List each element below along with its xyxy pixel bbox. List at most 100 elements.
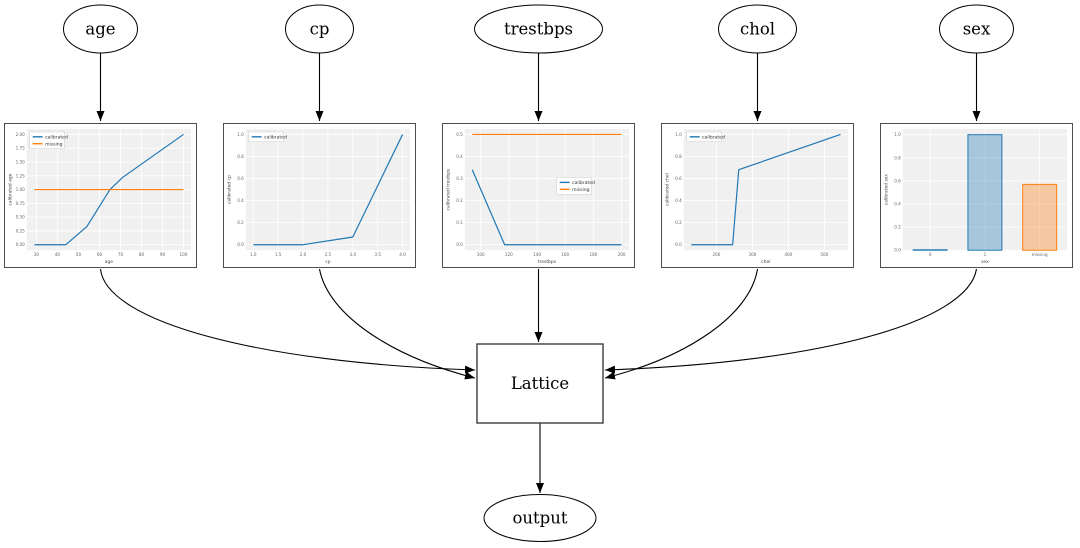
svg-text:1.0: 1.0 <box>237 132 244 137</box>
svg-text:0.4: 0.4 <box>894 202 901 207</box>
svg-text:2.0: 2.0 <box>300 252 307 257</box>
svg-text:0.2: 0.2 <box>237 220 244 225</box>
svg-text:0.00: 0.00 <box>16 242 26 247</box>
series-calibrated <box>34 133 184 246</box>
x-axis-label: chol <box>761 259 770 265</box>
lattice-node-label: Lattice <box>511 374 569 393</box>
input-node-age: age <box>63 4 138 54</box>
edge-chart-cp-to-lattice <box>318 268 476 380</box>
legend-label-missing: missing <box>45 141 63 147</box>
edge-chart-chol-to-lattice <box>604 268 759 380</box>
input-node-label-sex: sex <box>963 20 991 39</box>
svg-text:3.5: 3.5 <box>374 252 381 257</box>
input-node-ellipse-trestbps <box>474 4 603 54</box>
svg-text:500: 500 <box>820 252 828 257</box>
svg-text:0.5: 0.5 <box>456 132 463 137</box>
svg-text:1: 1 <box>984 252 987 257</box>
lattice-node: Lattice <box>476 343 604 424</box>
legend-label-missing: missing <box>572 187 590 193</box>
svg-text:70: 70 <box>118 252 124 257</box>
input-node-label-cp: cp <box>310 20 330 39</box>
input-node-ellipse-sex <box>939 4 1014 54</box>
y-axis-label: calibrated trestbps <box>445 168 451 210</box>
lattice-node-box <box>476 343 604 424</box>
legend-label-calibrated: calibrated <box>264 134 287 140</box>
edge-chart-sex-to-lattice <box>604 268 978 374</box>
input-node-ellipse-chol <box>718 4 797 54</box>
svg-text:0.50: 0.50 <box>16 215 26 220</box>
svg-text:0.0: 0.0 <box>675 242 682 247</box>
x-axis-label: trestbps <box>538 259 557 265</box>
svg-text:1.5: 1.5 <box>275 252 282 257</box>
svg-text:0.4: 0.4 <box>237 198 244 203</box>
svg-text:2.00: 2.00 <box>16 132 26 137</box>
plot-area <box>464 128 630 251</box>
svg-text:1.0: 1.0 <box>250 252 257 257</box>
bar-1 <box>967 134 1003 251</box>
plot-area <box>683 128 849 251</box>
legend-box <box>248 131 284 142</box>
svg-text:200: 200 <box>713 252 721 257</box>
svg-text:50: 50 <box>76 252 82 257</box>
svg-text:140: 140 <box>533 252 541 257</box>
input-node-cp: cp <box>285 4 354 54</box>
y-axis-label: calibrated age <box>7 173 13 205</box>
output-node: output <box>483 494 597 542</box>
y-axis-label: calibrated cp <box>226 175 232 204</box>
output-node-ellipse <box>483 494 597 542</box>
svg-text:160: 160 <box>561 252 569 257</box>
legend-label-calibrated: calibrated <box>45 134 68 140</box>
input-node-trestbps: trestbps <box>474 4 603 54</box>
svg-text:120: 120 <box>505 252 513 257</box>
svg-text:0.25: 0.25 <box>16 228 26 233</box>
svg-text:0.3: 0.3 <box>456 176 463 181</box>
svg-text:300: 300 <box>748 252 756 257</box>
input-node-label-age: age <box>85 20 115 39</box>
svg-text:0.6: 0.6 <box>675 176 682 181</box>
x-axis-label: age <box>105 260 114 265</box>
legend-box <box>29 131 65 149</box>
svg-text:1.00: 1.00 <box>16 187 26 192</box>
svg-text:90: 90 <box>160 252 166 257</box>
legend-box <box>686 131 722 142</box>
svg-text:0.8: 0.8 <box>237 154 244 159</box>
input-node-chol: chol <box>718 4 797 54</box>
svg-text:0.0: 0.0 <box>894 248 901 253</box>
svg-text:4.0: 4.0 <box>399 252 406 257</box>
svg-text:80: 80 <box>139 252 145 257</box>
svg-text:1.0: 1.0 <box>675 132 682 137</box>
svg-text:0.6: 0.6 <box>894 178 901 183</box>
svg-text:missing: missing <box>1032 252 1048 257</box>
svg-text:0.2: 0.2 <box>894 225 901 230</box>
svg-text:30: 30 <box>34 252 40 257</box>
edge-chart-age-to-lattice <box>99 268 476 374</box>
input-node-ellipse-age <box>63 4 138 54</box>
legend-box <box>556 177 592 195</box>
svg-text:0.1: 0.1 <box>456 220 463 225</box>
svg-text:0.4: 0.4 <box>456 154 463 159</box>
svg-text:0.8: 0.8 <box>675 154 682 159</box>
y-axis-label: calibrated chol <box>664 173 670 206</box>
svg-text:3.0: 3.0 <box>350 252 357 257</box>
svg-text:0.2: 0.2 <box>456 198 463 203</box>
svg-text:0: 0 <box>929 252 932 257</box>
svg-text:1.0: 1.0 <box>894 132 901 137</box>
output-node-label: output <box>512 509 567 528</box>
svg-text:0.2: 0.2 <box>675 220 682 225</box>
svg-text:1.75: 1.75 <box>16 146 26 151</box>
svg-text:60: 60 <box>97 252 103 257</box>
svg-text:0.0: 0.0 <box>237 242 244 247</box>
svg-text:0.0: 0.0 <box>456 242 463 247</box>
svg-text:400: 400 <box>784 252 792 257</box>
